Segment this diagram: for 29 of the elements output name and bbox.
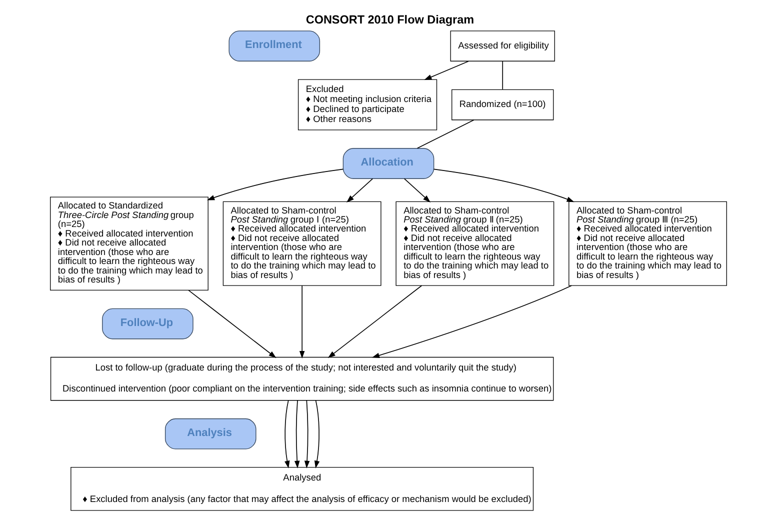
- node-box: Randomized (n=100): [452, 89, 554, 120]
- arrow: [372, 285, 572, 358]
- node-box: Allocated to Sham-control Post Standing group Ⅰ (n=25) ♦ Received allocated intervention ♦ Did not receive allocated intervention (those who are difficult to learn the righteous way to do the training which may lead to bias of results ): [222, 201, 382, 286]
- connector: [502, 60, 504, 90]
- arrow: [346, 178, 374, 202]
- node-box: Lost to follow-up (graduate during the process of the study; not interested and voluntarily quit the study) Discontinued intervention (poor compliant on the intervention training; side effects such as insomnia continue to worsen): [50, 356, 554, 401]
- arrow: [424, 60, 469, 80]
- arrow: [433, 168, 574, 202]
- diagram-title: CONSORT 2010 Flow Diagram: [306, 14, 474, 27]
- node-box: Allocated to Sham-control Post Standing group Ⅱ (n=25) ♦ Received allocated intervention ♦ Did not receive allocated intervention (those who are difficult to learn the righteous way to do the training which may lead to bias of results ): [396, 201, 554, 286]
- node-box: Follow-Up: [102, 308, 194, 340]
- arrow: [304, 400, 310, 468]
- connector: [416, 120, 474, 149]
- arrow: [188, 290, 276, 358]
- node-box: Analysis: [164, 418, 256, 450]
- arrow: [206, 168, 344, 200]
- node-box: Analysed ♦ Excluded from analysis (any factor that may affect the analysis of efficacy or mechanism would be excluded): [70, 467, 534, 511]
- node-box: Allocated to Standardized Three-Circle Post Standing group (n=25) ♦ Received allocated intervention ♦ Did not receive allocated intervention (those who are difficult to learn the righteous way to do the training which may lead to bias of results ): [50, 196, 208, 291]
- node-box: Enrollment: [228, 30, 320, 62]
- arrow: [284, 400, 290, 468]
- node-box: Excluded ♦ Not meeting inclusion criteria ♦ Declined to participate ♦ Other reasons: [298, 79, 438, 130]
- arrow: [294, 400, 300, 468]
- node-box: Allocated to Sham-control Post Standing group Ⅲ (n=25) ♦ Received allocated intervention ♦ Did not receive allocated intervention (those who are difficult to learn the righteous way to do the training which may lead to bias of results ): [568, 201, 727, 286]
- arrow: [299, 285, 305, 359]
- node-box: Assessed for eligibility: [450, 30, 555, 62]
- node-box: Allocation: [342, 148, 434, 179]
- arrow: [328, 285, 422, 358]
- arrow: [314, 400, 320, 468]
- arrow: [404, 178, 431, 202]
